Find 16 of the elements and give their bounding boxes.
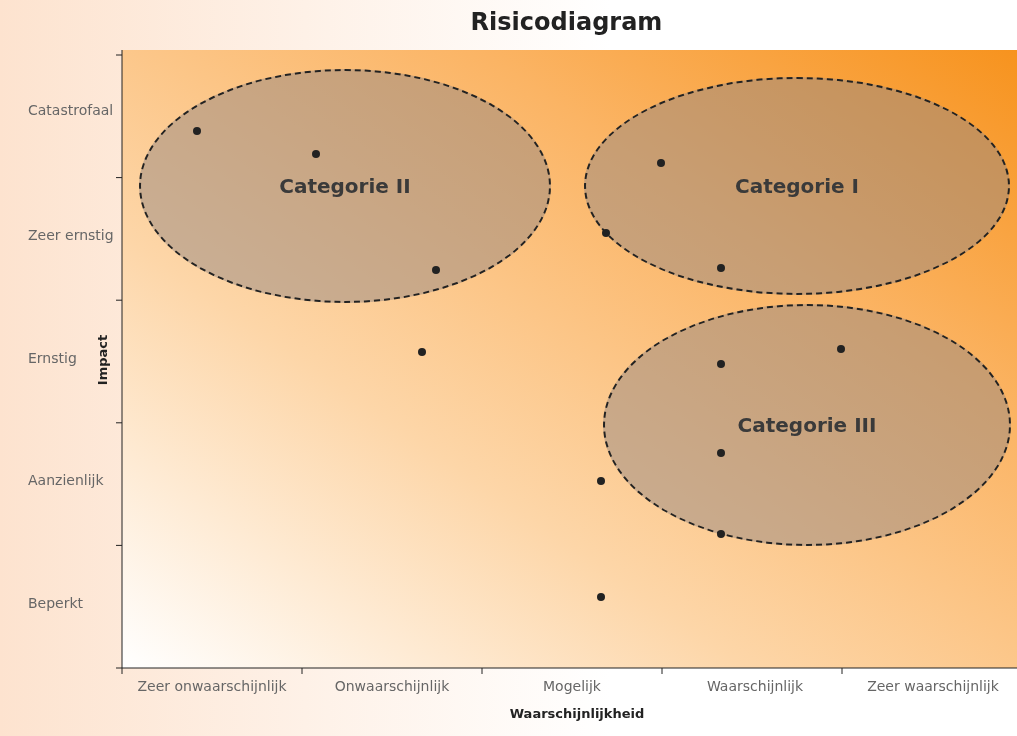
axis-tick-label: Aanzienlijk (28, 472, 104, 488)
category-label: Categorie II (279, 174, 411, 198)
axis-tick-label: Waarschijnlijk (706, 678, 804, 694)
axis-tick-label: Ernstig (28, 350, 77, 366)
axis-tick-label: Zeer onwaarschijnlijk (137, 678, 287, 694)
axis-tick-label: Zeer waarschijnlijk (867, 678, 999, 694)
axis-tick-label: Catastrofaal (28, 102, 114, 118)
axis-tick-label: Zeer ernstig (28, 227, 114, 243)
axis-tick-label: Onwaarschijnlijk (334, 678, 450, 694)
axis-tick-label: Mogelijk (543, 678, 601, 694)
chart-title: Risicodiagram (469, 8, 664, 36)
axis-tick-label: Beperkt (28, 595, 84, 611)
axis-title: Impact (94, 334, 110, 386)
category-label: Categorie I (734, 174, 859, 198)
axis-title: Waarschijnlijkheid (509, 706, 645, 721)
category-label: Categorie III (737, 413, 877, 437)
